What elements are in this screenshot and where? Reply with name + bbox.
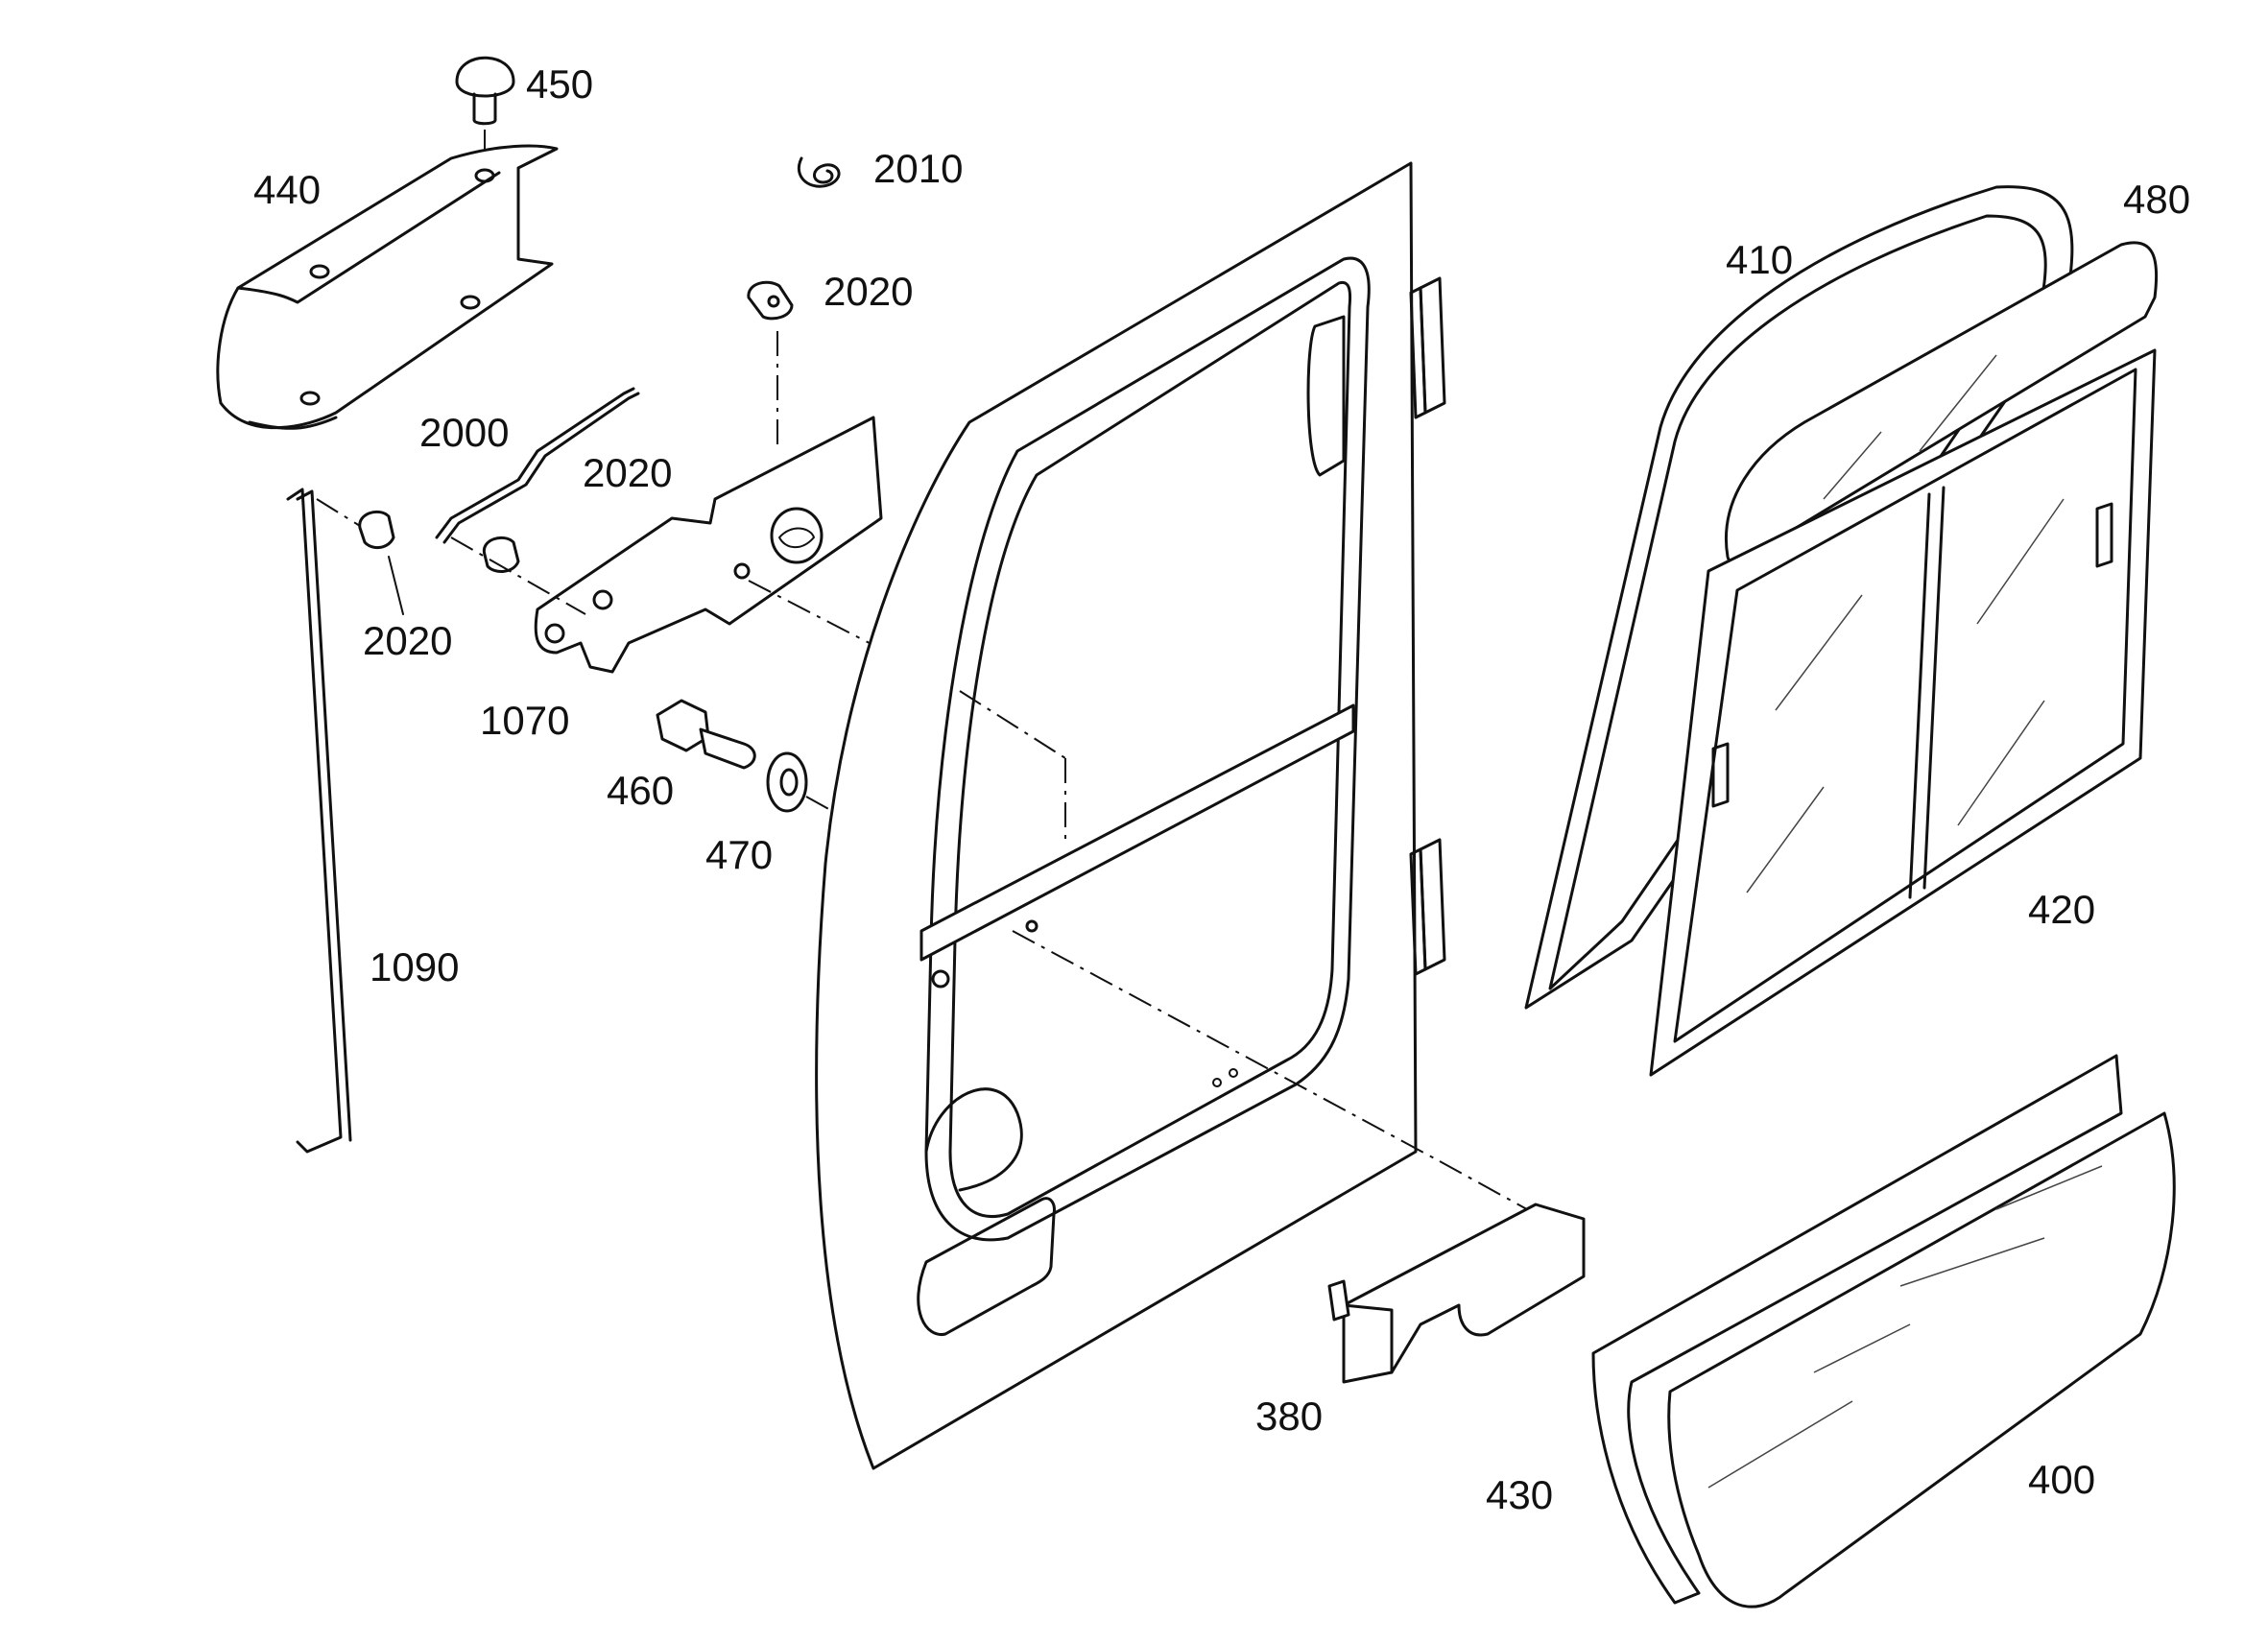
callout-460: 460 bbox=[607, 768, 674, 813]
callout-2020-left: 2020 bbox=[363, 618, 452, 663]
callout-450: 450 bbox=[526, 61, 593, 107]
part-420-sliding-window bbox=[1649, 348, 2157, 1077]
callout-2020-rod: 2020 bbox=[583, 450, 672, 495]
part-2010-spring bbox=[797, 156, 841, 188]
callout-440: 440 bbox=[253, 167, 321, 212]
callout-430: 430 bbox=[1486, 1472, 1553, 1517]
part-1090-rod bbox=[286, 488, 361, 1154]
part-460-bolt bbox=[656, 699, 756, 770]
part-1070-bracket bbox=[450, 416, 889, 674]
callout-410: 410 bbox=[1726, 237, 1793, 282]
part-2020-clip-left bbox=[358, 510, 404, 615]
door-panel bbox=[815, 161, 1537, 1470]
part-380-handle bbox=[1327, 1203, 1586, 1384]
part-2000-rod bbox=[435, 387, 640, 544]
part-430-frame bbox=[1591, 1054, 2123, 1605]
callout-1090: 1090 bbox=[370, 944, 459, 989]
part-400-glass bbox=[1667, 1111, 2176, 1608]
callout-1070: 1070 bbox=[480, 698, 569, 743]
part-440-cover bbox=[216, 144, 559, 430]
callout-480: 480 bbox=[2123, 177, 2190, 222]
callout-470: 470 bbox=[705, 832, 773, 877]
callout-380: 380 bbox=[1255, 1394, 1323, 1439]
callout-2010: 2010 bbox=[873, 146, 963, 191]
callout-420: 420 bbox=[2028, 887, 2095, 932]
callout-2020-top: 2020 bbox=[824, 269, 913, 314]
callout-2000: 2000 bbox=[419, 410, 509, 455]
part-2020-clip-top bbox=[747, 280, 794, 451]
part-2020-clip-rod bbox=[482, 536, 520, 573]
callout-400: 400 bbox=[2028, 1457, 2095, 1502]
part-470-washer bbox=[766, 751, 850, 822]
